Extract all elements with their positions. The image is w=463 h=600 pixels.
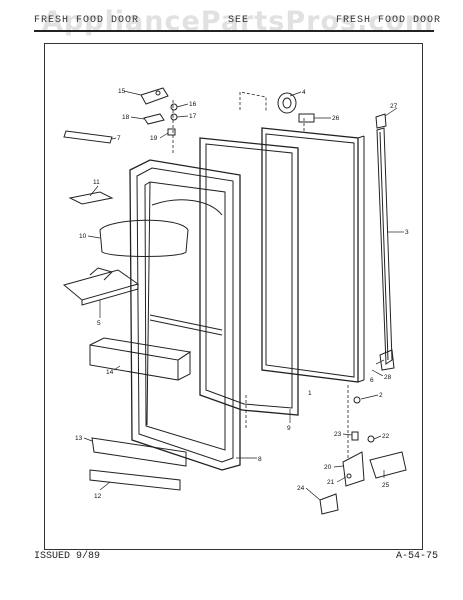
callout-21: 21 <box>327 479 335 486</box>
rail-7 <box>63 130 113 144</box>
diagram-frame <box>44 43 423 550</box>
callout-10: 10 <box>79 233 87 240</box>
dairy-shelf-11 <box>68 191 114 205</box>
hinge-20 <box>342 451 365 487</box>
callout-11: 11 <box>93 179 100 186</box>
callout-17: 17 <box>189 113 197 120</box>
callout-6: 6 <box>370 377 374 384</box>
callout-19: 19 <box>150 135 158 142</box>
hinge-washer-17 <box>170 113 178 121</box>
top-bracket-27 <box>375 113 387 129</box>
callout-14: 14 <box>106 369 114 376</box>
pin-21 <box>346 473 352 479</box>
hinge-washer-16 <box>170 103 178 111</box>
door-panel <box>261 127 365 383</box>
bar-12 <box>89 469 181 491</box>
door-gasket <box>199 137 299 416</box>
bar-13 <box>91 437 187 467</box>
header-right: FRESH FOOD DOOR <box>336 15 442 26</box>
callout-22: 22 <box>382 433 390 440</box>
callout-27: 27 <box>390 103 398 110</box>
callout-26-top: 26 <box>332 115 340 122</box>
hinge-bushing-19 <box>167 128 176 136</box>
callout-4: 4 <box>302 89 306 96</box>
callout-18: 18 <box>122 114 130 121</box>
bracket-24 <box>319 493 339 515</box>
callout-25: 25 <box>382 482 390 489</box>
hinge-plate-25 <box>369 451 407 479</box>
washer-22 <box>367 435 375 443</box>
bottom-bracket-28 <box>379 349 395 371</box>
callout-9: 9 <box>287 425 291 432</box>
side-trim-strip <box>376 127 393 365</box>
page-code: A-54-75 <box>396 551 439 562</box>
callout-8: 8 <box>258 456 262 463</box>
top-hinge-bracket <box>140 87 169 105</box>
callout-24: 24 <box>297 485 305 492</box>
bushing-23 <box>351 431 359 441</box>
callout-1: 1 <box>308 390 312 397</box>
door-handle-4 <box>277 92 297 114</box>
header-rule <box>34 14 434 32</box>
callout-13: 13 <box>75 435 83 442</box>
issued-date: ISSUED 9/89 <box>34 551 101 562</box>
handle-cap-26 <box>298 113 315 123</box>
cap-2 <box>353 396 361 404</box>
callout-15: 15 <box>118 88 126 95</box>
egg-tray-5 <box>62 269 140 301</box>
header-left: FRESH FOOD DOOR <box>34 15 140 26</box>
header-middle: SEE <box>228 15 250 26</box>
callout-28: 28 <box>384 374 392 381</box>
callout-2: 2 <box>379 392 383 399</box>
callout-23: 23 <box>334 431 342 438</box>
door-bin-14 <box>89 344 179 381</box>
dairy-door-10 <box>99 219 189 257</box>
callout-7: 7 <box>117 135 121 142</box>
door-liner <box>129 159 241 471</box>
callout-3: 3 <box>405 229 409 236</box>
callout-16: 16 <box>189 101 197 108</box>
hinge-plate-18 <box>143 113 165 125</box>
callout-20: 20 <box>324 464 332 471</box>
callout-12: 12 <box>94 493 102 500</box>
callout-5: 5 <box>97 320 101 327</box>
